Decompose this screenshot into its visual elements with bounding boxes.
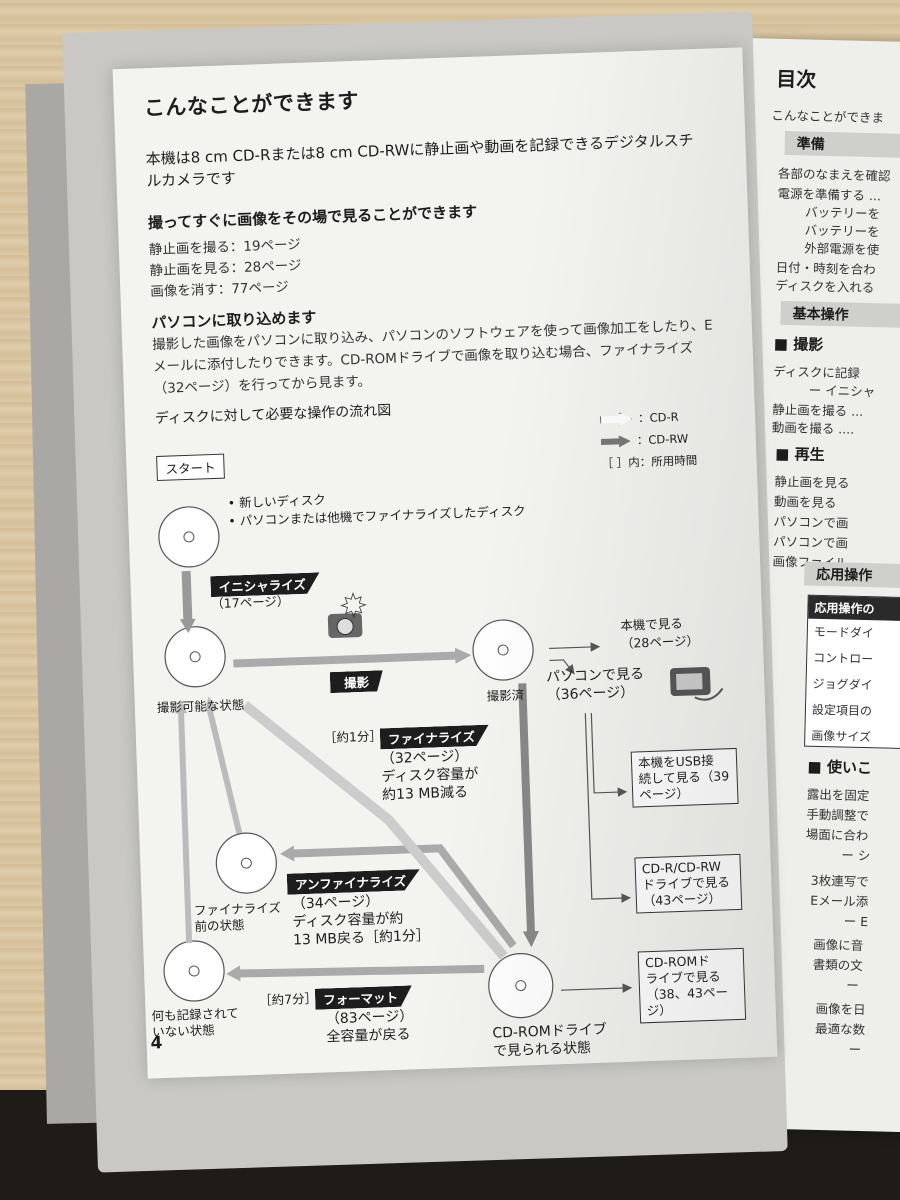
shoot-label: 撮影 (330, 670, 384, 693)
arrow-cdrom-to-ready (241, 701, 508, 960)
box-cdrw-view: CD-R/CD-RW ドライブで見る （43ページ） (634, 853, 743, 914)
toc-shoot-line: ー イニシャ (808, 382, 876, 400)
toc-use-line: Eメール添 (810, 892, 869, 910)
finalize-note2: 約13 MB減る (381, 784, 469, 804)
box-cdrw-line: （43ページ） (642, 890, 722, 909)
arrow-finalize-head (522, 930, 539, 948)
toc-heading-shoot: ■ 撮影 (773, 334, 824, 354)
toc-play-line: パソコンで画 (773, 513, 849, 531)
toc-use-line: ー (848, 1041, 862, 1058)
format-note: 全容量が戻る (326, 1026, 411, 1046)
arrow-finalize (518, 683, 536, 936)
toc-advanced-item: 設定項目の (811, 702, 873, 719)
arrow-prefinal-to-ready (205, 705, 243, 835)
manual-page: こんなことができます 本機は8 cm CD-Rまたは8 cm CD-RWに静止画… (112, 47, 778, 1079)
state-shot: 撮影済 (486, 687, 525, 704)
state-prefinal-line2: 前の状態 (194, 917, 245, 934)
finalize-time: ［約1分］ (323, 728, 383, 746)
format-label: フォーマット (315, 985, 413, 1009)
hand-camera-icon (669, 666, 724, 701)
arrow-format (236, 964, 485, 978)
toc-bar-prep: 準備 (784, 130, 900, 160)
state-ready: 撮影可能な状態 (156, 697, 245, 716)
box-usb-line: 続して見る（39 (638, 768, 730, 787)
toc-use-line: ー (846, 977, 859, 993)
toc-advanced-item: 画像サイズ (811, 728, 872, 745)
toc-shoot-line: 動画を撮る .... (771, 419, 855, 437)
disc-icon-start (158, 506, 220, 568)
toc-use-line: 最適な数 (814, 1020, 866, 1038)
arrow-view-pc (549, 659, 575, 675)
disc-icon-prefinal (215, 832, 277, 894)
toc-first-line: こんなことができま (771, 107, 885, 126)
toc-use-line: ー シ (841, 847, 871, 864)
arrow-to-cdrom (560, 983, 633, 993)
toc-use-line: 書類の文 (812, 956, 863, 974)
toc-play-line: パソコンで画 (772, 533, 849, 551)
toc-use-line: 3枚連写で (810, 872, 869, 890)
arrow-blank-to-ready (177, 707, 193, 944)
view-here-line2: （28ページ） (620, 633, 700, 651)
state-blank-line1: 何も記録されて (151, 1005, 239, 1024)
toc-use-line: 手動調整で (806, 806, 870, 824)
arrow-blank-to-ready-head (175, 699, 188, 714)
arrow-to-cdrw (584, 713, 631, 903)
toc-bar-basic: 基本操作 (780, 300, 900, 330)
disc-icon-blank (163, 940, 225, 1002)
view-pc-line2: （36ページ） (546, 684, 635, 704)
toc-play-line: 動画を見る (773, 493, 837, 511)
arrow-prefinal-to-ready-head (205, 696, 217, 711)
disc-icon-shot (472, 619, 534, 681)
finalize-label: ファイナライズ (380, 725, 490, 750)
toc-heading-use: ■ 使いこ (807, 757, 873, 778)
flow-diagram (158, 506, 724, 1019)
toc-use-line: 場面に合わ (805, 826, 869, 844)
camera-icon (327, 591, 367, 638)
arrow-initialize-head (179, 618, 196, 634)
toc-heading-play: ■ 再生 (774, 444, 825, 464)
state-cdrom-line2: で見られる状態 (492, 1040, 592, 1060)
initialize-page: （17ページ） (211, 593, 290, 612)
toc-shoot-line: ディスクに記録 (773, 363, 861, 381)
start-label: スタート (156, 453, 225, 482)
toc-prep-line: 外部電源を使 (804, 240, 880, 258)
disc-icon-ready (164, 626, 226, 688)
view-here-line1: 本機で見る (620, 615, 684, 633)
toc-title: 目次 (776, 66, 817, 92)
arrow-shoot (233, 651, 460, 668)
arrow-unfinalize-head (280, 845, 295, 862)
format-time: ［約7分］ (258, 990, 318, 1008)
toc-prep-line: ディスクを入れる (775, 277, 875, 296)
disc-icon-cdrom (488, 953, 554, 1019)
toc-play-line: 静止画を見る (774, 473, 850, 491)
toc-use-line: ー E (843, 913, 869, 930)
toc-use-line: 画像を日 (815, 1000, 866, 1018)
toc-prep-line: 各部のなまえを確認 (777, 165, 891, 184)
page-number: 4 (150, 1033, 163, 1054)
toc-use-line: 画像に音 (813, 936, 864, 954)
arrow-unfinalize (289, 844, 517, 949)
arrow-to-usb (590, 712, 628, 797)
arrow-format-head (226, 965, 241, 982)
toc-advanced-item: ジョグダイ (812, 676, 873, 693)
toc-advanced-item: コントロー (813, 650, 874, 667)
disc-note: • 新しいディスク (227, 492, 326, 511)
state-prefinal-line1: ファイナライズ (193, 899, 282, 918)
box-usb-line: ページ） (638, 785, 690, 803)
box-cdrom-view: CD-ROMド ライブで見る （38、43ページ） (637, 947, 747, 1024)
toc-advanced-box: 応用操作の モードダイ コントロー ジョグダイ 設定項目の 画像サイズ (804, 594, 900, 751)
box-usb-view: 本機をUSB接 続して見る（39 ページ） (630, 747, 739, 808)
arrow-view-here (549, 642, 601, 652)
arrow-shoot-head (454, 647, 472, 664)
toc-use-line: 露出を固定 (806, 786, 870, 804)
arrow-initialize (181, 570, 193, 624)
toc-bar-advanced: 応用操作 (803, 561, 900, 591)
toc-advanced-item: モードダイ (813, 624, 875, 641)
box-cdrom-line: （38、43ページ） (645, 984, 729, 1019)
